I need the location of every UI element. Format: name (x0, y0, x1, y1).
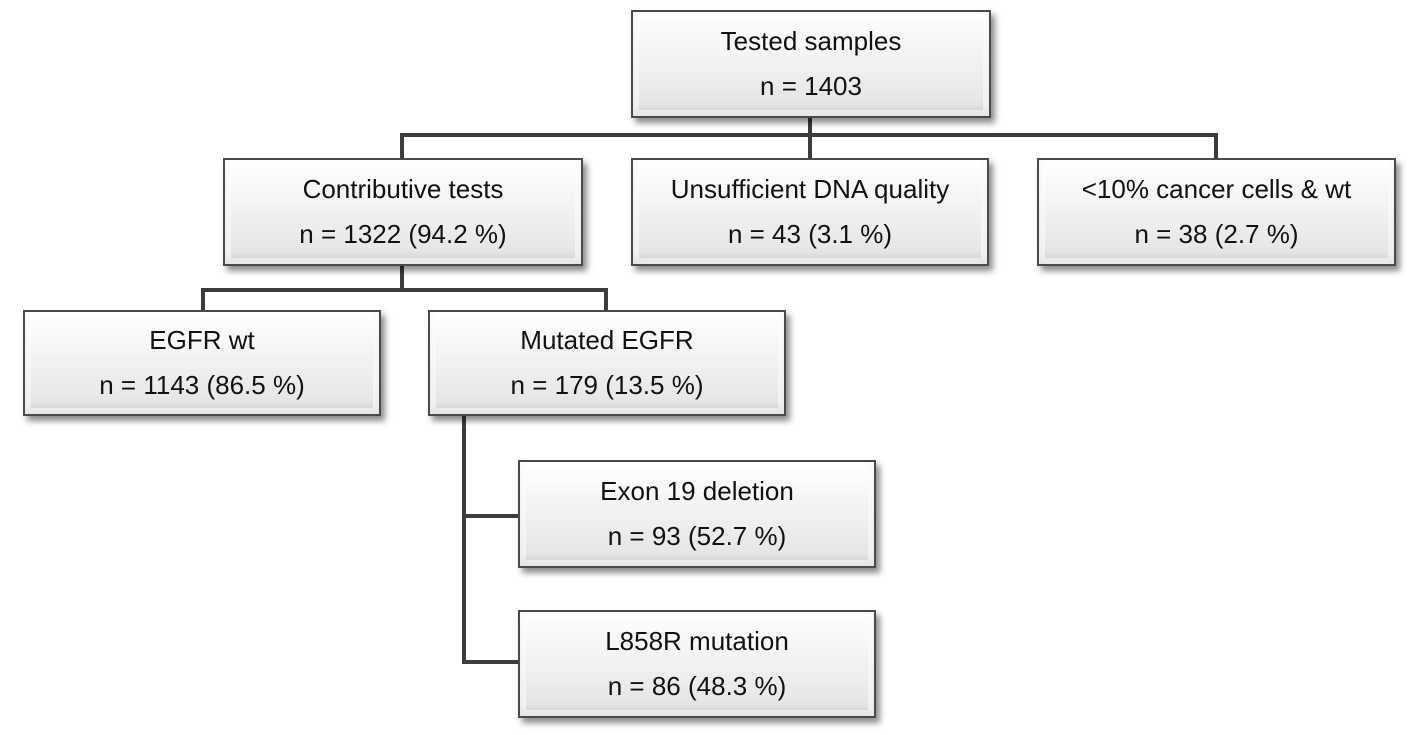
node-contributive-tests: Contributive tests n = 1322 (94.2 %) (223, 158, 583, 266)
node-mutated-egfr-count: n = 179 (13.5 %) (510, 370, 704, 400)
node-unsufficient-dna-quality: Unsufficient DNA quality n = 43 (3.1 %) (631, 158, 989, 266)
node-unsufficient-dna-quality-title: Unsufficient DNA quality (670, 173, 950, 204)
node-egfr-wt-title: EGFR wt (149, 324, 255, 355)
node-unsufficient-dna-quality-count: n = 43 (3.1 %) (727, 219, 893, 249)
node-egfr-wt-count: n = 1143 (86.5 %) (99, 370, 305, 400)
node-l858r-mutation: L858R mutation n = 86 (48.3 %) (518, 610, 876, 718)
node-exon19-deletion: Exon 19 deletion n = 93 (52.7 %) (518, 460, 876, 568)
node-low-cancer-cells-title: <10% cancer cells & wt (1081, 173, 1352, 204)
node-mutated-egfr-title: Mutated EGFR (520, 324, 694, 355)
node-l858r-mutation-title: L858R mutation (605, 625, 789, 656)
node-low-cancer-cells: <10% cancer cells & wt n = 38 (2.7 %) (1037, 158, 1396, 266)
node-contributive-tests-title: Contributive tests (302, 173, 504, 204)
node-exon19-deletion-count: n = 93 (52.7 %) (607, 521, 787, 551)
node-tested-samples-count: n = 1403 (760, 71, 862, 101)
node-exon19-deletion-title: Exon 19 deletion (600, 475, 794, 506)
node-contributive-tests-count: n = 1322 (94.2 %) (299, 219, 507, 249)
node-l858r-mutation-count: n = 86 (48.3 %) (607, 671, 787, 701)
node-low-cancer-cells-count: n = 38 (2.7 %) (1134, 219, 1299, 249)
node-tested-samples: Tested samples n = 1403 (631, 10, 991, 118)
node-mutated-egfr: Mutated EGFR n = 179 (13.5 %) (428, 310, 786, 416)
node-tested-samples-title: Tested samples (720, 25, 902, 56)
node-egfr-wt: EGFR wt n = 1143 (86.5 %) (23, 310, 381, 416)
